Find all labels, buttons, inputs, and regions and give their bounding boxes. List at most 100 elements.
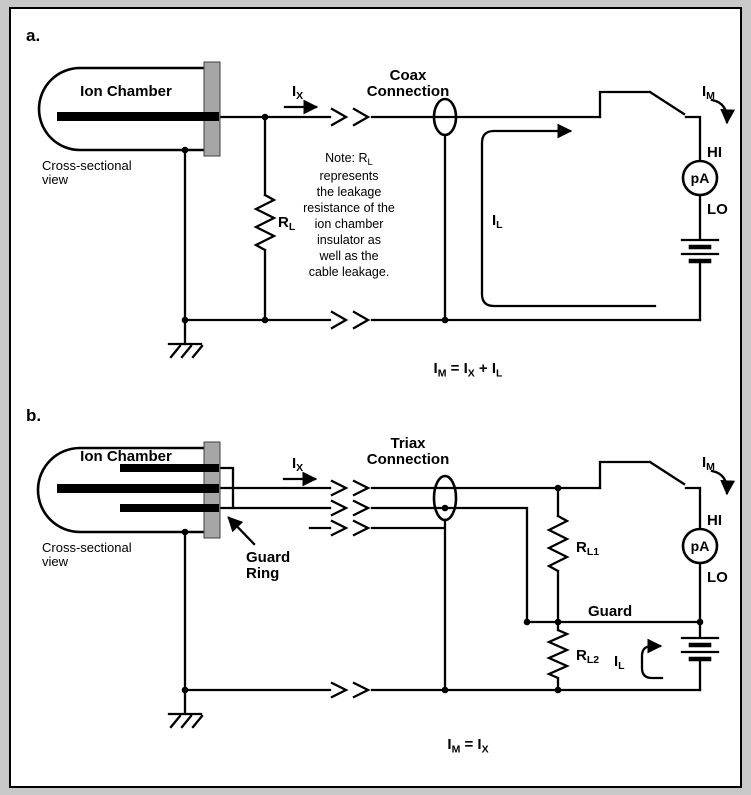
guard-ring-label-line1: Guard: [246, 549, 290, 566]
leakage-note: Note: RL represents the leakage resistan…: [300, 150, 398, 280]
panel-b-labels: b. Ion Chamber Cross-sectional view Guar…: [26, 406, 728, 756]
leakage-resistor-rl: [253, 115, 277, 322]
panel-a-label: a.: [26, 26, 40, 45]
guard-wire: [217, 506, 529, 624]
guard-ring-bar-top: [120, 464, 219, 472]
junction-dot: [554, 618, 562, 626]
ix-sub: X: [296, 462, 303, 474]
ix-label: IX: [292, 83, 303, 102]
eq-a-s2: X: [468, 368, 475, 380]
lo-label: LO: [707, 201, 728, 218]
rl1-label: RL1: [576, 539, 599, 558]
il-sub: L: [618, 660, 625, 672]
junction-dot: [181, 686, 189, 694]
im-main: I: [702, 454, 706, 471]
junction-dot: [554, 484, 562, 492]
coax-connector-chevrons-top: [330, 107, 371, 127]
panel-b-junctions: [181, 484, 704, 694]
guard-ring-bar-bottom: [120, 504, 219, 512]
guard-ring-pointer-arrow: [227, 516, 256, 546]
ix-sub: X: [296, 90, 303, 102]
rl2-sub: L2: [587, 654, 599, 666]
panel-a-labels: a. Ion Chamber Cross-sectional view IX C…: [26, 26, 728, 380]
panel-b: b. Ion Chamber Cross-sectional view Guar…: [26, 406, 736, 756]
eq-a-t2: = I: [446, 360, 467, 377]
ion-chamber-outline: [37, 66, 206, 152]
eq-b-s2: X: [482, 744, 489, 756]
junction-dot: [696, 618, 704, 626]
coax-connection-line1: Coax: [390, 67, 427, 84]
battery-long-plates: [680, 636, 720, 654]
im-label: IM: [702, 454, 715, 473]
view-label-line2: view: [42, 554, 69, 569]
note-line-1: Note: RL: [300, 150, 398, 168]
note-line-2: represents: [319, 169, 379, 183]
electrode-bar: [57, 112, 219, 121]
il-loop-arrow: [480, 123, 657, 308]
rl1-sub: L1: [587, 546, 599, 558]
hi-label: HI: [707, 512, 722, 529]
view-label-line2: view: [42, 172, 69, 187]
eq-a-t3: + I: [475, 360, 496, 377]
rl-main: R: [278, 214, 289, 231]
note-line-7: well as the: [319, 249, 379, 263]
coax-connection-line2: Connection: [367, 83, 450, 100]
eq-b-t2: = I: [460, 736, 481, 753]
ix-main: I: [292, 455, 296, 472]
triax-connector-chevrons-signal: [330, 479, 371, 497]
outer-shield-wire: [308, 518, 447, 692]
eq-a-s3: L: [496, 368, 503, 380]
view-label-line1: Cross-sectional: [42, 158, 132, 173]
coax-connector-chevrons-bottom: [330, 310, 371, 330]
battery-short-plates: [688, 642, 712, 662]
note-line-4: resistance of the: [303, 201, 395, 215]
note-line1-text: Note: R: [325, 151, 368, 165]
equation-b: IM = IX: [447, 736, 488, 756]
picoammeter: [681, 159, 719, 197]
junction-dot: [261, 316, 269, 324]
panel-a: a. Ion Chamber Cross-sectional view IX C…: [26, 26, 736, 380]
im-sub: M: [706, 90, 715, 102]
note-line-8: cable leakage.: [308, 265, 390, 279]
junction-dot: [554, 686, 562, 694]
rl1-main: R: [576, 539, 587, 556]
panel-a-wiring: [37, 66, 736, 359]
rl-sub: L: [289, 221, 296, 233]
note-line-5: ion chamber: [314, 217, 384, 231]
panel-a-junctions: [181, 113, 449, 324]
guard-join-wire: [217, 466, 235, 510]
il-label: IL: [614, 653, 625, 672]
eq-b-t1: I: [447, 736, 451, 753]
panel-b-label: b.: [26, 406, 41, 425]
triax-connection-line1: Triax: [390, 435, 426, 452]
junction-dot: [181, 146, 189, 154]
coax-shield-ellipse: [432, 97, 458, 137]
ion-chamber-label: Ion Chamber: [80, 83, 172, 100]
equation-a: IM = IX + IL: [434, 360, 503, 380]
meter-label: pA: [691, 538, 710, 554]
ground-symbol: [167, 712, 204, 729]
triax-connection-line2: Connection: [367, 451, 450, 468]
guard-ring-label-line2: Ring: [246, 565, 279, 582]
junction-dot: [181, 528, 189, 536]
il-main: I: [492, 212, 496, 229]
im-arrow: [710, 98, 736, 125]
battery-long-plates: [680, 238, 720, 256]
rl2-label: RL2: [576, 647, 599, 666]
triax-shield-ellipse: [432, 474, 458, 522]
rl2-main: R: [576, 647, 587, 664]
junction-dot: [441, 504, 449, 512]
view-label-line1: Cross-sectional: [42, 540, 132, 555]
im-sub: M: [706, 461, 715, 473]
hi-label: HI: [707, 144, 722, 161]
il-label: IL: [492, 212, 503, 231]
rl-label: RL: [278, 214, 296, 233]
switch-symbol: [598, 90, 702, 163]
insulator-bar: [203, 61, 221, 157]
electrode-bar: [57, 484, 219, 493]
meter-label: pA: [691, 170, 710, 186]
note-line1-sub: L: [367, 157, 373, 168]
triax-connector-chevrons-guard: [330, 499, 371, 517]
switch-symbol: [598, 460, 702, 531]
